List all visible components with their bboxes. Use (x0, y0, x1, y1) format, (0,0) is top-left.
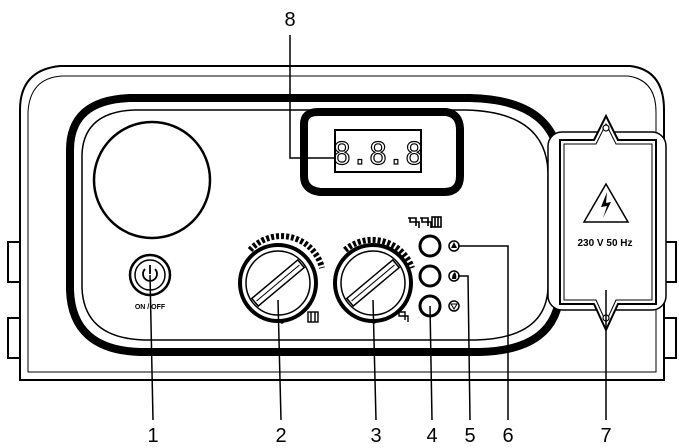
tap-radiator-mode-icons (408, 216, 442, 228)
callout-5: 5 (464, 425, 475, 447)
heating-temperature-knob[interactable] (238, 233, 325, 324)
callout-4: 4 (426, 425, 437, 447)
radiator-icon (307, 311, 319, 323)
callout-8: 8 (284, 9, 295, 31)
flame-lamp[interactable] (418, 264, 442, 288)
reset-lamp[interactable] (418, 234, 442, 258)
tap-icon (397, 311, 409, 322)
callout-1: 1 (147, 425, 158, 447)
display-digits: 8.8.8 (333, 137, 423, 172)
high-voltage-warning-icon (582, 182, 630, 223)
flame-icon (448, 270, 460, 282)
display-housing: 8.8.8 (300, 108, 464, 196)
electrical-cover (547, 113, 667, 333)
callout-6: 6 (502, 425, 513, 447)
pressure-gauge (92, 120, 212, 240)
leader-lines (149, 35, 607, 421)
callout-2: 2 (275, 425, 286, 447)
voltage-rating: 230 V 50 Hz (577, 238, 632, 249)
hot-water-temperature-knob[interactable] (333, 236, 415, 324)
callout-7: 7 (600, 425, 611, 447)
lockout-icon (448, 300, 460, 312)
flame-warning-icon (448, 240, 460, 252)
callout-3: 3 (370, 425, 381, 447)
seven-segment-display (334, 129, 422, 173)
